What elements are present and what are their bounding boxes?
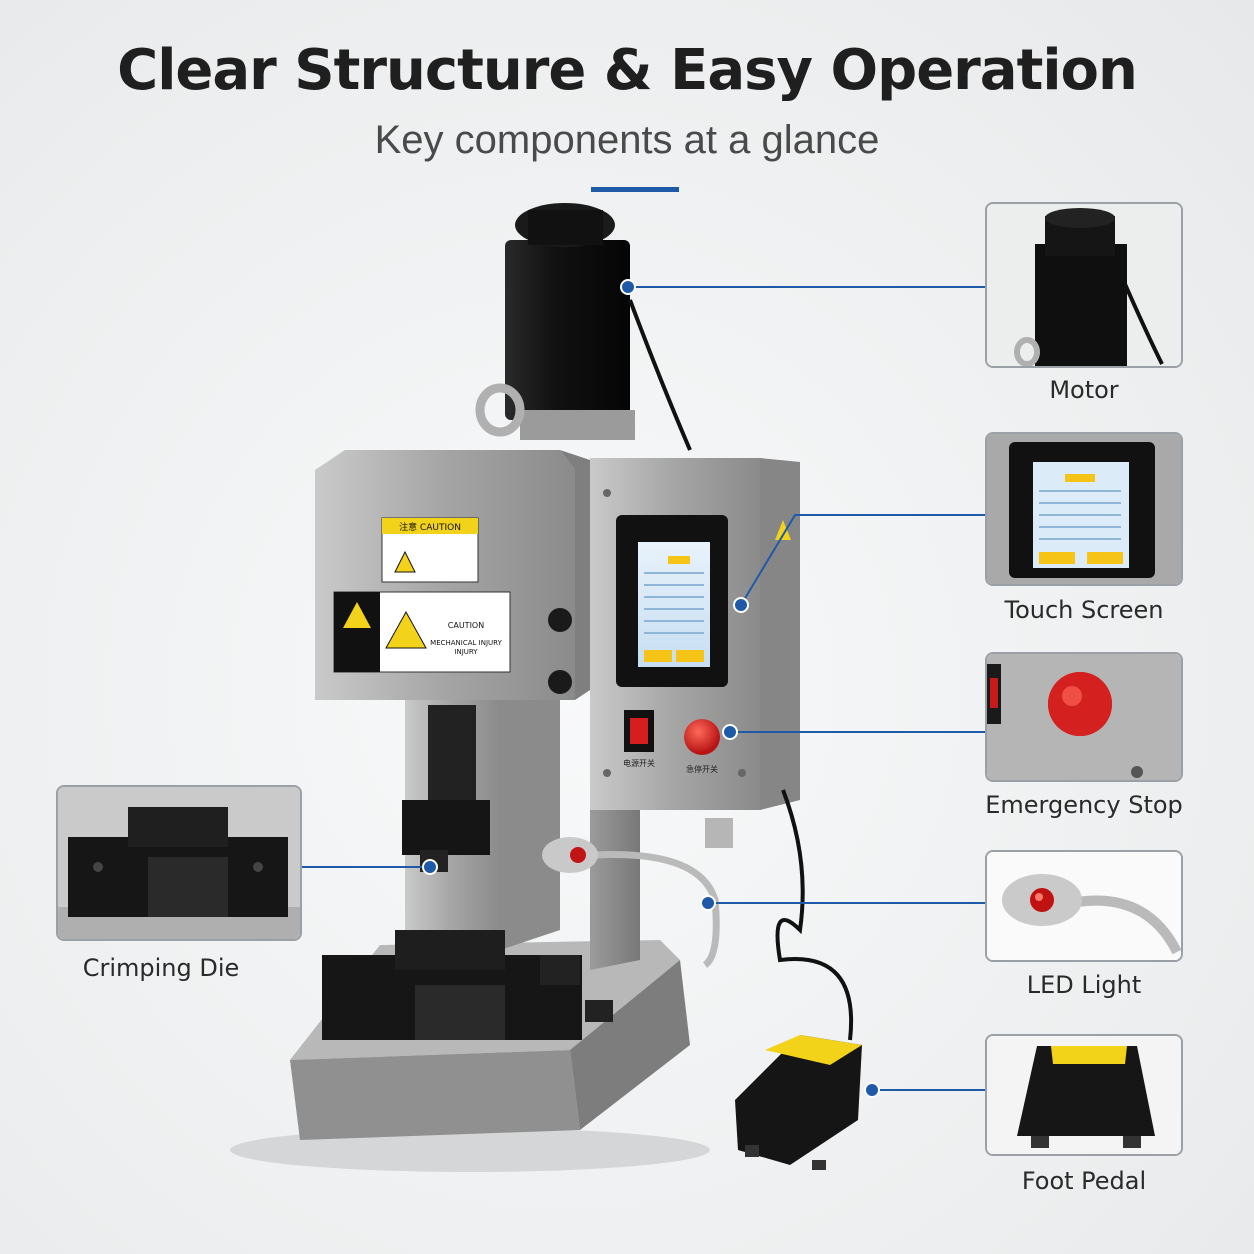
svg-text:注意 CAUTION: 注意 CAUTION [399, 521, 461, 533]
led-light-thumbnail [985, 850, 1183, 962]
foot-pedal-icon [987, 1036, 1181, 1154]
crimping-die-label: Crimping Die [82, 954, 240, 982]
foot-pedal [735, 1035, 862, 1165]
emergency-stop-icon [987, 654, 1181, 780]
svg-text:MECHANICAL INJURY: MECHANICAL INJURY [430, 639, 502, 647]
callout-dots [422, 279, 880, 1098]
touch-screen-label: Touch Screen [1004, 596, 1164, 624]
page-title: Clear Structure & Easy Operation [117, 38, 1138, 103]
led-gooseneck [594, 851, 720, 968]
foot-pedal-thumbnail [985, 1034, 1183, 1156]
callout-lines [300, 286, 985, 1091]
led-light-label: LED Light [1026, 971, 1142, 999]
motor [505, 240, 630, 420]
svg-text:CAUTION: CAUTION [448, 621, 484, 630]
pedal-cable [775, 789, 854, 1041]
led-light-icon [987, 852, 1181, 960]
motor-icon [987, 204, 1181, 366]
motor-thumbnail [985, 202, 1183, 368]
svg-text:INJURY: INJURY [454, 648, 478, 656]
emergency-stop-label: Emergency Stop [985, 791, 1183, 819]
lifting-eye-bolt [475, 383, 525, 437]
svg-text:急停开关: 急停开关 [686, 764, 718, 774]
crimping-die-thumbnail [56, 785, 302, 941]
touch-screen-icon [987, 434, 1181, 584]
page-subtitle: Key components at a glance [374, 118, 880, 162]
emergency-stop-thumbnail [985, 652, 1183, 782]
touch-screen-thumbnail [985, 432, 1183, 586]
floor-shadow [230, 1128, 710, 1172]
accent-divider [591, 187, 679, 192]
press-ram [428, 705, 476, 800]
emergency-stop-button [684, 719, 720, 755]
foot-pedal-label: Foot Pedal [1021, 1167, 1147, 1195]
svg-text:电源开关: 电源开关 [623, 758, 655, 768]
motor-label: Motor [1049, 376, 1119, 404]
crimping-die-icon [58, 787, 300, 939]
